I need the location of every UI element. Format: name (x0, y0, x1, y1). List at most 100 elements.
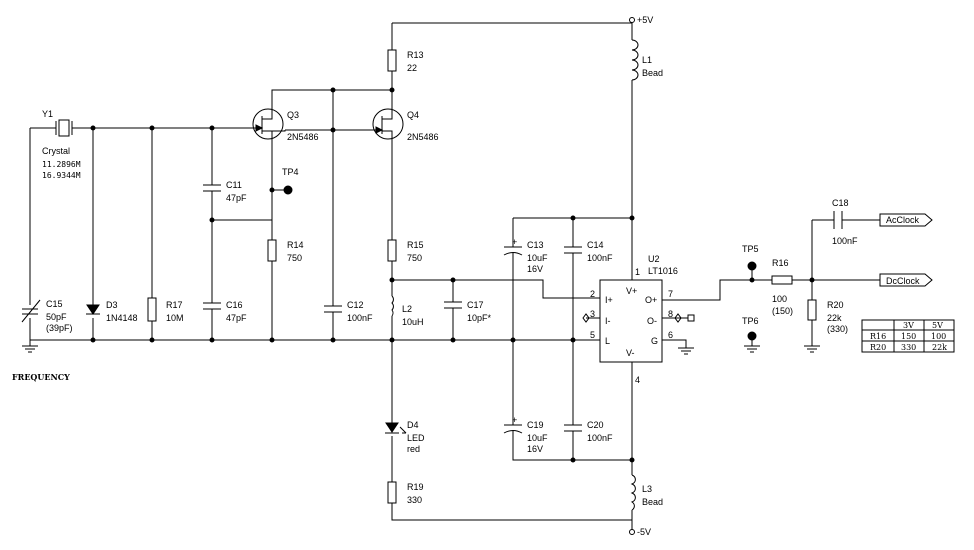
c19-voltage: 16V (527, 444, 543, 454)
u2-pin-3: 3 (590, 309, 595, 319)
junction (389, 87, 395, 93)
c18-val: 100nF (832, 236, 858, 246)
capacitor-c12: C12 100nF (324, 300, 373, 323)
testpoint-tp5: TP5 (742, 244, 759, 271)
table-cell: 100 (931, 332, 946, 341)
capacitor-c15: C15 50pF (39pF) (21, 299, 73, 333)
r20-val: 22k (827, 313, 842, 323)
d4-color: red (407, 444, 420, 454)
resistor-r16: R16 100 (150) (771, 258, 793, 316)
acclock-label: AcClock (886, 215, 920, 225)
resistor-r19: R19 330 (387, 481, 424, 505)
d3-ref: D3 (106, 300, 118, 310)
value-table: 3V 5V R16 150 100 R20 330 22k (861, 319, 955, 353)
d4-val: LED (407, 433, 425, 443)
junction (389, 277, 395, 283)
u2-oplus-label: O+ (645, 295, 657, 305)
table-cell: 330 (901, 343, 916, 352)
l2-val: 10uH (402, 317, 424, 327)
ground-symbol (678, 347, 694, 355)
r19-ref: R19 (407, 482, 424, 492)
crystal-y1: Y1 Crystal 11.2896M 16.9344M (42, 109, 81, 180)
resistor-r14: R14 750 (267, 239, 304, 263)
junction (209, 337, 215, 343)
u2-pin-2: 2 (590, 289, 595, 299)
c11-ref: C11 (226, 180, 242, 190)
c13-plus: + (512, 237, 517, 247)
junction (90, 125, 96, 131)
capacitor-c20: C20 100nF (564, 420, 613, 443)
junction (90, 337, 96, 343)
r13-ref: R13 (407, 50, 424, 60)
d3-val: 1N4148 (106, 313, 138, 323)
resistor-r13: R13 22 (387, 49, 424, 73)
junction (389, 337, 395, 343)
table-row-name: R16 (870, 332, 886, 341)
r17-ref: R17 (166, 300, 183, 310)
led-d4: D4 LED red (385, 420, 425, 454)
r20-val-alt: (330) (827, 324, 848, 334)
capacitor-c16: C16 47pF (203, 300, 247, 323)
junction (450, 277, 456, 283)
c14-ref: C14 (587, 240, 604, 250)
u2-name: LT1016 (648, 266, 678, 276)
c16-ref: C16 (226, 300, 243, 310)
dcclock-label: DcClock (886, 276, 920, 286)
capacitor-c14: C14 100nF (564, 240, 613, 263)
c17-ref: C17 (467, 300, 484, 310)
d4-ref: D4 (407, 420, 419, 430)
junction (269, 337, 275, 343)
r20-ref: R20 (827, 300, 844, 310)
u2-pin-1: 1 (635, 267, 640, 277)
junction (510, 337, 516, 343)
c20-val: 100nF (587, 433, 613, 443)
junction (629, 457, 635, 463)
r15-val: 750 (407, 253, 422, 263)
table-cell: 22k (932, 343, 947, 352)
junction (330, 127, 336, 133)
table-header-3v: 3V (903, 321, 914, 330)
q3-ref: Q3 (287, 110, 299, 120)
c18-ref: C18 (832, 198, 849, 208)
table-cell: 150 (901, 332, 916, 341)
tp5-label: TP5 (742, 244, 759, 254)
diode-d3: D3 1N4148 (86, 300, 138, 323)
c19-val: 10uF (527, 433, 548, 443)
c15-val-alt: (39pF) (46, 323, 73, 333)
capacitor-c11: C11 47pF (203, 180, 247, 203)
c11-val: 47pF (226, 193, 247, 203)
u2-ref: U2 (648, 254, 660, 264)
junction (629, 215, 635, 221)
inductor-l3: L3 Bead (630, 474, 663, 511)
comparator-u2: U2 LT1016 V+ I+ I- L V- O+ O- G 1 2 3 4 … (582, 254, 695, 385)
c19-ref: C19 (527, 420, 544, 430)
c12-val: 100nF (347, 313, 373, 323)
u2-pin-8: 8 (668, 309, 673, 319)
c20-ref: C20 (587, 420, 604, 430)
l3-val: Bead (642, 497, 663, 507)
u2-gnd-label: G (651, 336, 658, 346)
c13-ref: C13 (527, 240, 544, 250)
u2-pin-5: 5 (590, 330, 595, 340)
r17-val: 10M (166, 313, 184, 323)
l2-ref: L2 (402, 304, 412, 314)
junction (450, 337, 456, 343)
junction (269, 187, 275, 193)
junction (149, 125, 155, 131)
ground-symbol (22, 345, 38, 353)
r14-ref: R14 (287, 240, 304, 250)
q4-val: 2N5486 (407, 132, 439, 142)
vminus-terminal: -5V (629, 527, 651, 537)
r19-val: 330 (407, 495, 422, 505)
resistor-r20: R20 22k (330) (804, 299, 848, 353)
junction (330, 337, 336, 343)
junction (330, 87, 336, 93)
testpoint-tp6: TP6 (742, 316, 760, 353)
wires (29, 22, 880, 530)
y1-ref: Y1 (42, 109, 53, 119)
tp6-label: TP6 (742, 316, 759, 326)
inductor-l2: L2 10uH (391, 295, 424, 327)
u2-pin-6: 6 (668, 330, 673, 340)
l3-ref: L3 (642, 484, 652, 494)
junction (570, 457, 576, 463)
